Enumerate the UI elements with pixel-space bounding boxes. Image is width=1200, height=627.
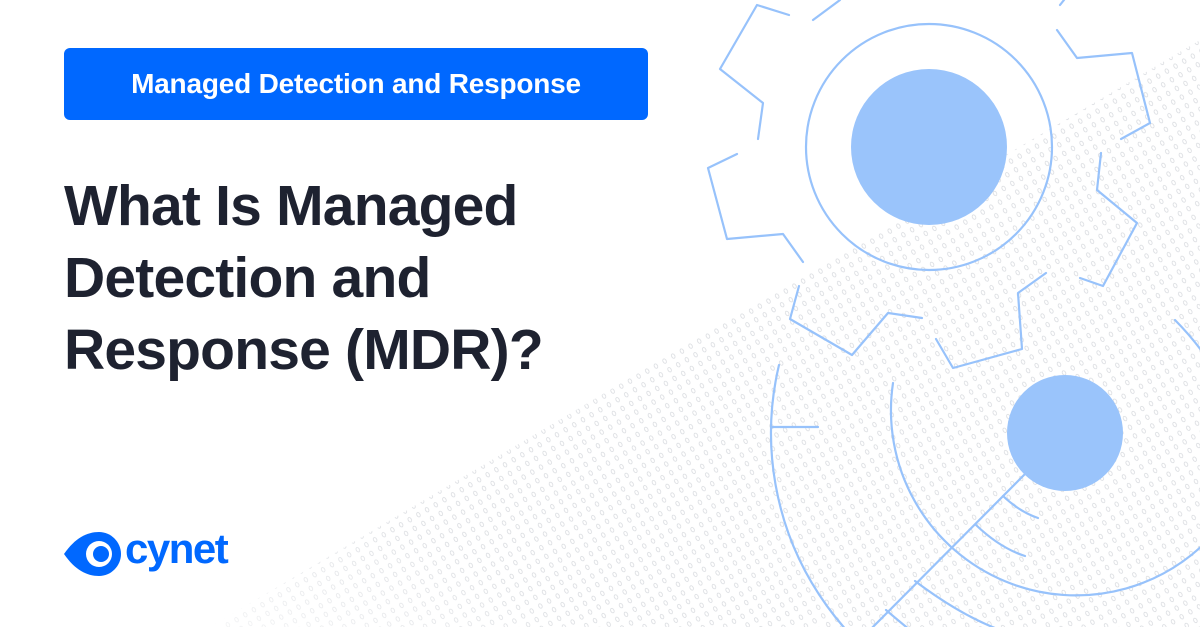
page-title: What Is Managed Detection and Response (… bbox=[64, 170, 684, 386]
page-title-line-3: Response (MDR)? bbox=[64, 318, 544, 382]
category-badge: Managed Detection and Response bbox=[64, 48, 648, 120]
large-gear-hub bbox=[851, 69, 1007, 225]
circular-dial-icon bbox=[769, 318, 1200, 627]
eye-chevron-icon bbox=[64, 532, 121, 576]
dial-hub bbox=[1007, 375, 1123, 491]
page-title-line-2: Detection and bbox=[64, 246, 431, 310]
brand-logo: cynet bbox=[63, 527, 229, 576]
page-title-line-1: What Is Managed bbox=[64, 174, 518, 238]
category-badge-label: Managed Detection and Response bbox=[131, 68, 581, 99]
brand-name: cynet bbox=[125, 525, 229, 572]
large-gear-icon bbox=[706, 0, 1152, 370]
